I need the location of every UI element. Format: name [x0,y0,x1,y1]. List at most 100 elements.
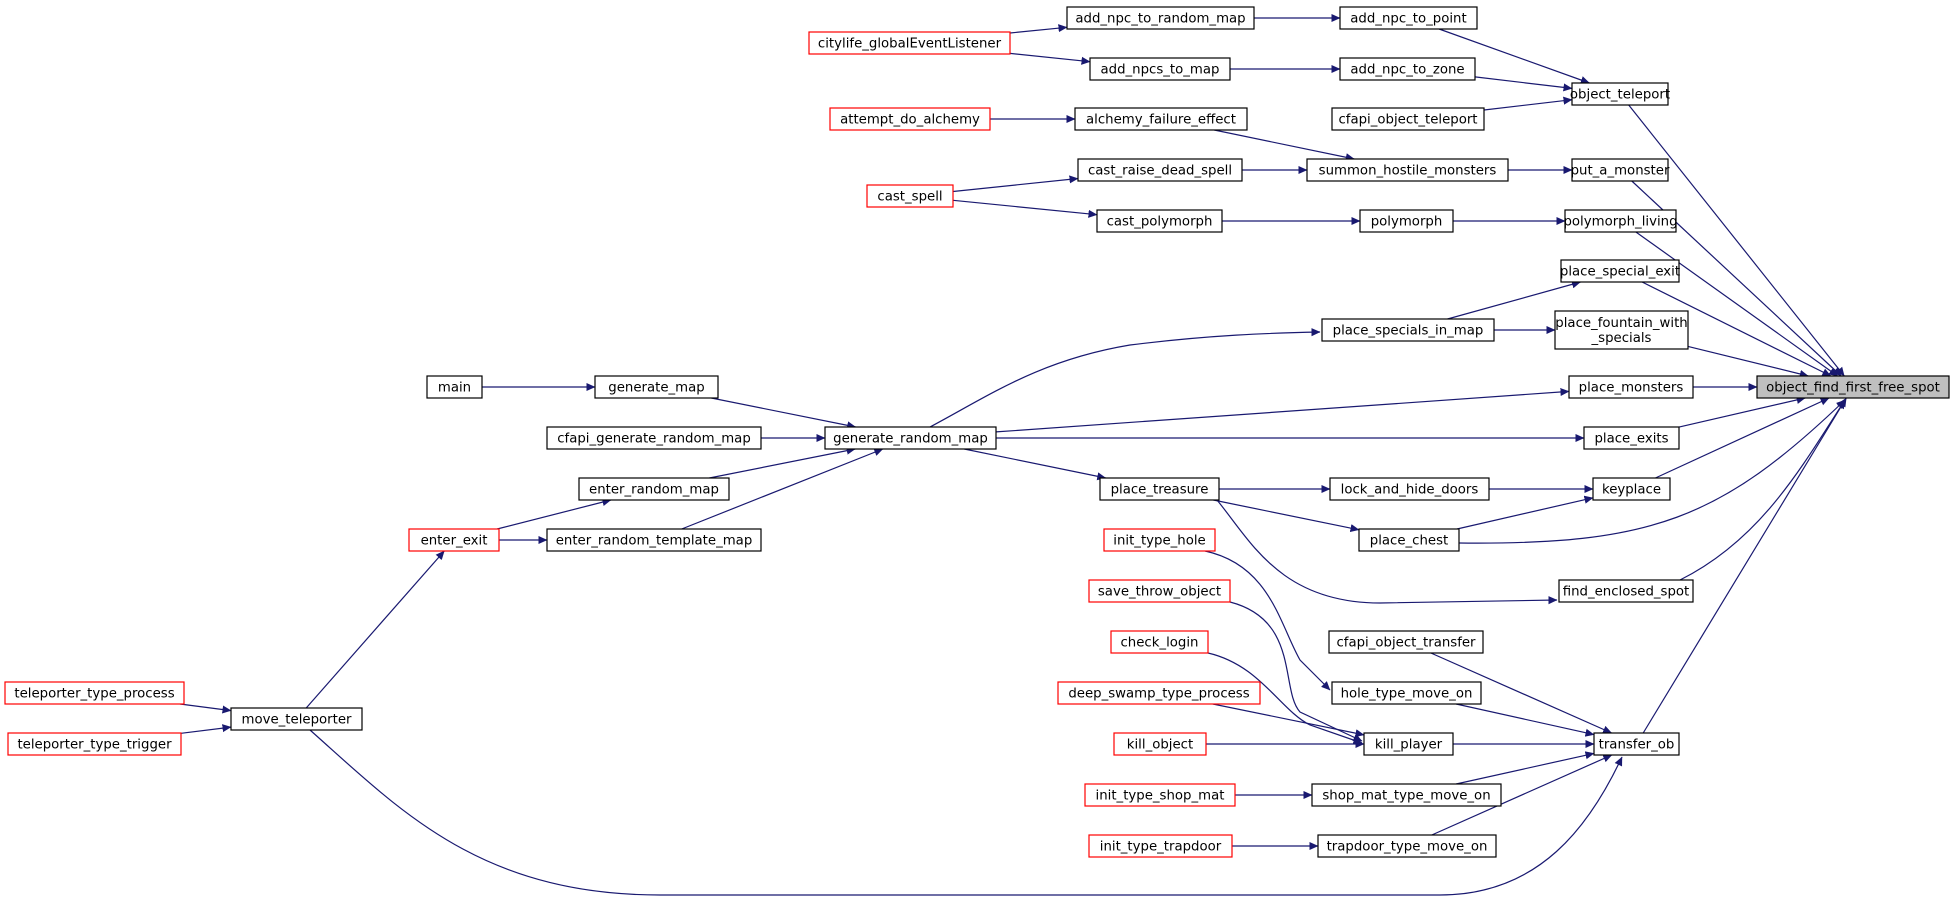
graph-node-transfer-ob[interactable]: transfer_ob [1593,732,1680,756]
graph-node-polymorph[interactable]: polymorph [1359,209,1454,233]
node-box [1096,209,1223,233]
call-edge [180,724,232,734]
graph-node-cast-raise-dead-spell[interactable]: cast_raise_dead_spell [1077,158,1243,182]
node-label: add_npc_to_random_map [1075,12,1245,27]
graph-node-shop-mat-type-move-on[interactable]: shop_mat_type_move_on [1311,783,1502,807]
node-box [1306,158,1509,182]
edges-layer [179,13,1847,896]
call-edge [1438,28,1590,84]
call-edge [1458,399,1846,544]
node-box [829,107,991,131]
graph-node-object-teleport[interactable]: object_teleport [1570,82,1670,106]
graph-node-add-npcs-to-map[interactable]: add_npcs_to_map [1089,57,1231,81]
node-label: cast_spell [877,190,942,205]
graph-node-kill-player[interactable]: kill_player [1363,732,1454,756]
node-box [1084,783,1236,807]
node-box [1583,426,1680,450]
node-box [1560,259,1680,283]
graph-node-lock-and-hide-doors[interactable]: lock_and_hide_doors [1329,477,1490,501]
graph-node-keyplace[interactable]: keyplace [1592,477,1671,501]
graph-node-hole-type-move-on[interactable]: hole_type_move_on [1331,681,1482,705]
node-box [1756,375,1950,399]
graph-node-place-exits[interactable]: place_exits [1583,426,1680,450]
graph-node-init-type-trapdoor[interactable]: init_type_trapdoor [1088,834,1233,858]
node-box [546,426,762,450]
graph-node-enter-random-template-map[interactable]: enter_random_template_map [546,528,762,552]
graph-node-polymorph-living[interactable]: polymorph_living [1563,209,1678,233]
call-edge [1455,703,1595,737]
node-label: save_throw_object [1098,585,1221,600]
graph-node-enter-random-map[interactable]: enter_random_map [578,477,730,501]
call-edge [1430,652,1613,734]
call-edge [1213,499,1360,533]
graph-node-place-chest[interactable]: place_chest [1358,528,1460,552]
graph-node-teleporter-type-process[interactable]: teleporter_type_process [4,681,185,705]
graph-node-place-fountain[interactable]: place_fountain_with_specials [1554,310,1689,350]
node-label: enter_random_template_map [556,534,753,549]
node-box [1089,57,1231,81]
node-box [426,375,483,399]
graph-node-init-type-shop-mat[interactable]: init_type_shop_mat [1084,783,1236,807]
graph-node-main[interactable]: main [426,375,483,399]
node-label: object_find_first_free_spot [1766,381,1940,396]
node-box [1339,57,1476,81]
node-label: polymorph [1371,215,1443,230]
node-label: add_npc_to_zone [1350,63,1464,78]
node-label: main [438,381,471,396]
node-label: place_fountain_with_specials [1555,316,1687,346]
graph-node-trapdoor-type-move-on[interactable]: trapdoor_type_move_on [1317,834,1497,858]
node-box [1066,6,1255,30]
graph-node-enter-exit[interactable]: enter_exit [408,528,500,552]
graph-node-find-enclosed-spot[interactable]: find_enclosed_spot [1558,579,1694,603]
call-edge [1009,24,1068,34]
node-label: place_chest [1370,534,1448,549]
graph-node-place-treasure[interactable]: place_treasure [1099,477,1220,501]
graph-node-deep-swamp-type-process[interactable]: deep_swamp_type_process [1057,681,1261,705]
graph-node-save-throw-object[interactable]: save_throw_object [1088,579,1231,603]
call-edge [1474,76,1573,92]
node-label: cfapi_object_transfer [1336,636,1476,651]
graph-node-cfapi-object-teleport[interactable]: cfapi_object_teleport [1331,107,1485,131]
graph-node-focus[interactable]: object_find_first_free_spot [1756,375,1950,399]
graph-node-cast-polymorph[interactable]: cast_polymorph [1096,209,1223,233]
graph-node-alchemy-failure-effect[interactable]: alchemy_failure_effect [1074,107,1248,131]
graph-node-cfapi-object-transfer[interactable]: cfapi_object_transfer [1328,630,1484,654]
graph-node-add-npc-to-random-map[interactable]: add_npc_to_random_map [1066,6,1255,30]
graph-node-cast-spell[interactable]: cast_spell [866,184,954,208]
node-box [1113,732,1207,756]
graph-node-teleporter-type-trigger[interactable]: teleporter_type_trigger [7,732,182,756]
graph-node-place-monsters[interactable]: place_monsters [1568,375,1694,399]
graph-node-generate-map[interactable]: generate_map [594,375,719,399]
node-label: init_type_trapdoor [1100,840,1222,855]
call-edge [1635,231,1838,377]
graph-node-attempt-do-alchemy[interactable]: attempt_do_alchemy [829,107,991,131]
call-edge [995,387,1570,433]
node-label: cfapi_generate_random_map [557,432,751,447]
node-box [1359,209,1454,233]
graph-node-kill-object[interactable]: kill_object [1113,732,1207,756]
node-box [1571,82,1669,106]
node-box [824,426,997,450]
graph-node-put-a-monster[interactable]: put_a_monster [1571,158,1670,182]
graph-node-cfapi-generate-random-map[interactable]: cfapi_generate_random_map [546,426,762,450]
graph-node-place-special-exit[interactable]: place_special_exit [1560,259,1680,283]
call-edge [1229,601,1363,742]
graph-node-check-login[interactable]: check_login [1110,630,1209,654]
graph-node-init-type-hole[interactable]: init_type_hole [1103,528,1216,552]
node-label: init_type_shop_mat [1096,789,1225,804]
graph-node-add-npc-to-point[interactable]: add_npc_to_point [1339,6,1478,30]
graph-node-add-npc-to-zone[interactable]: add_npc_to_zone [1339,57,1476,81]
node-box [1568,375,1694,399]
node-box [1328,630,1484,654]
node-label: add_npc_to_point [1350,12,1466,27]
graph-node-citylife[interactable]: citylife_globalEventListener [808,31,1011,55]
graph-node-place-specials-in-map[interactable]: place_specials_in_map [1321,318,1495,342]
graph-node-generate-random-map[interactable]: generate_random_map [824,426,997,450]
call-edge [1009,52,1091,65]
graph-node-move-teleporter[interactable]: move_teleporter [230,707,363,731]
node-box [1331,107,1485,131]
graph-node-summon-hostile-monsters[interactable]: summon_hostile_monsters [1306,158,1509,182]
node-label: teleporter_type_trigger [17,738,172,753]
call-edge [1212,703,1365,738]
